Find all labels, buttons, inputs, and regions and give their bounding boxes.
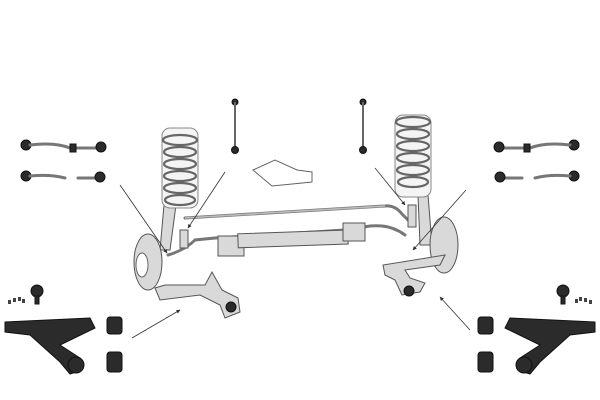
axle-assembly	[133, 114, 459, 319]
direction-arrow-icon	[252, 159, 313, 187]
left-tie-rod-end	[19, 169, 107, 184]
right-tie-rod-assembly	[492, 138, 581, 154]
right-tie-rod-end	[493, 169, 581, 184]
left-tie-rod-assembly	[19, 138, 108, 154]
left-coil-spring	[161, 133, 199, 207]
left-lower-control-arm-kit	[4, 284, 123, 375]
leader-arrows	[119, 167, 471, 339]
right-stabilizer-link	[359, 98, 367, 154]
left-control-arm	[154, 270, 241, 319]
right-control-arm	[382, 254, 446, 296]
right-coil-spring	[394, 115, 432, 189]
left-stabilizer-link	[231, 98, 239, 154]
right-lower-control-arm-kit	[477, 284, 596, 375]
